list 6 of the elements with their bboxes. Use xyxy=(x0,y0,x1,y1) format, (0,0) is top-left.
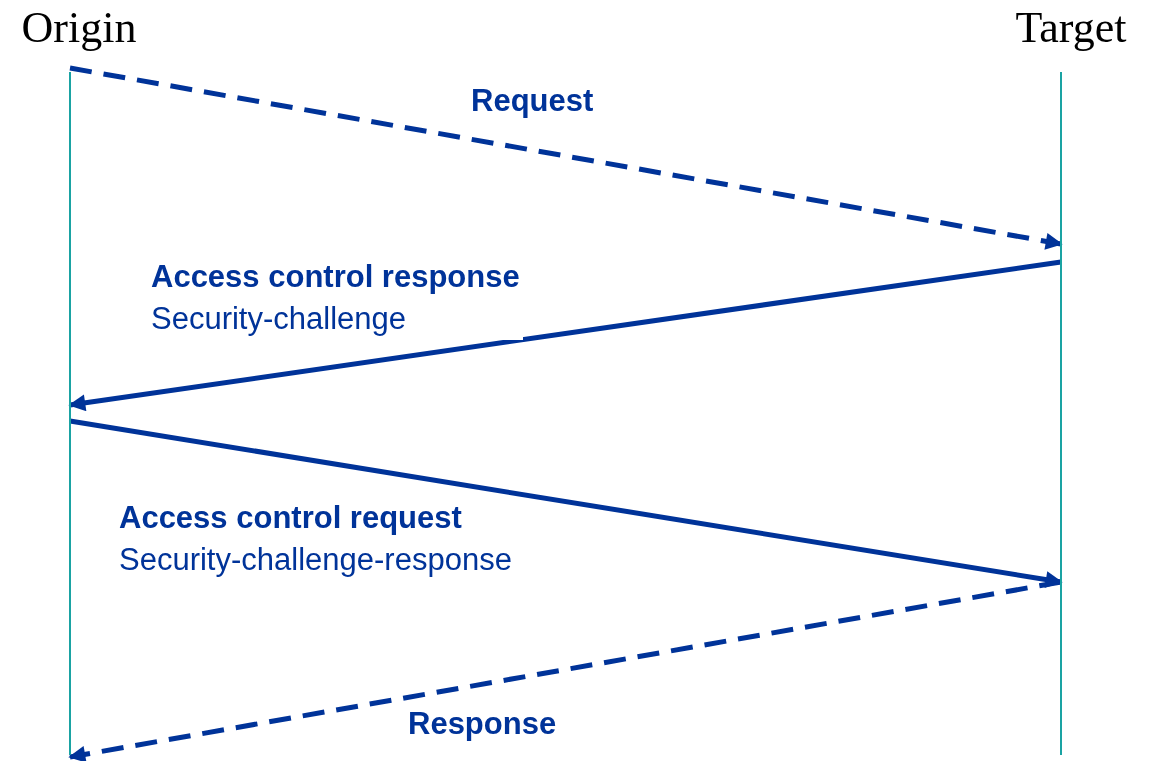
arrow xyxy=(68,579,1062,761)
lifeline-title: Origin xyxy=(20,4,138,52)
lifeline-title: Target xyxy=(1014,4,1128,52)
arrow xyxy=(69,65,1063,250)
arrow xyxy=(69,418,1063,588)
arrow xyxy=(68,259,1062,412)
